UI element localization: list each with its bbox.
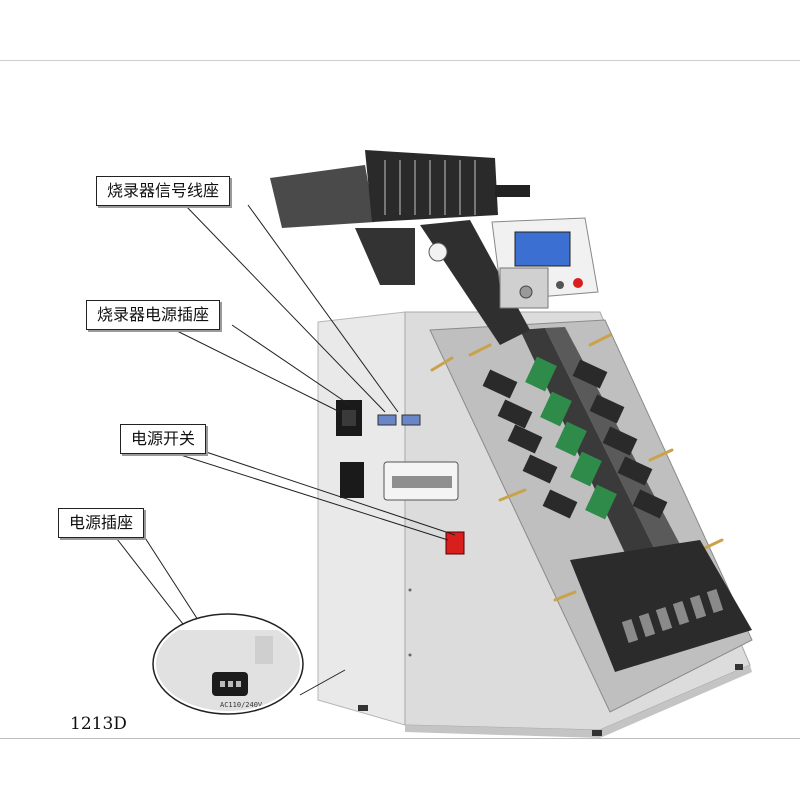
callout-programmer-power-socket: 烧录器电源插座	[86, 300, 221, 330]
top-arm-rail	[365, 150, 498, 222]
bottom-divider	[0, 738, 800, 739]
power-socket-panel	[340, 462, 364, 498]
inset-content: AC110/240V	[156, 630, 300, 711]
cabinet-side	[317, 311, 406, 726]
socket-modules	[482, 356, 668, 520]
top-arm-left	[270, 165, 375, 228]
top-arm-knob	[495, 185, 530, 197]
top-divider	[0, 60, 800, 61]
leader-lines	[109, 204, 456, 696]
signal-connector	[377, 414, 397, 426]
model-id: 1213D	[70, 714, 127, 734]
callout-text: 电源开关	[131, 429, 196, 448]
vertical-arm	[420, 220, 530, 345]
arm-pulley	[428, 242, 448, 262]
callout-text: 电源插座	[69, 513, 134, 532]
pick-head-nozzle	[519, 285, 533, 299]
signal-connector-2	[401, 414, 421, 426]
top-arm-ribs	[384, 160, 476, 215]
tube-feeder	[570, 540, 752, 672]
callout-text: 烧录器电源插座	[97, 305, 210, 324]
callout-power-switch: 电源开关	[120, 424, 207, 454]
control-screen	[514, 231, 571, 267]
rail	[520, 328, 660, 568]
inset-voltage-label: AC110/240V	[220, 701, 263, 709]
callout-power-socket: 电源插座	[58, 508, 145, 538]
motor-block	[355, 228, 415, 285]
control-button	[556, 281, 564, 289]
control-button	[573, 278, 583, 288]
brass-pins	[430, 333, 724, 602]
feeder-slots	[621, 588, 724, 644]
cabinet-foot	[358, 705, 368, 711]
cabinet-foot	[735, 664, 743, 670]
power-switch	[445, 531, 465, 555]
callout-programmer-signal-socket: 烧录器信号线座	[96, 176, 231, 206]
cabinet-base	[405, 665, 752, 738]
cabinet-foot	[592, 730, 602, 736]
callout-text: 烧录器信号线座	[107, 181, 220, 200]
